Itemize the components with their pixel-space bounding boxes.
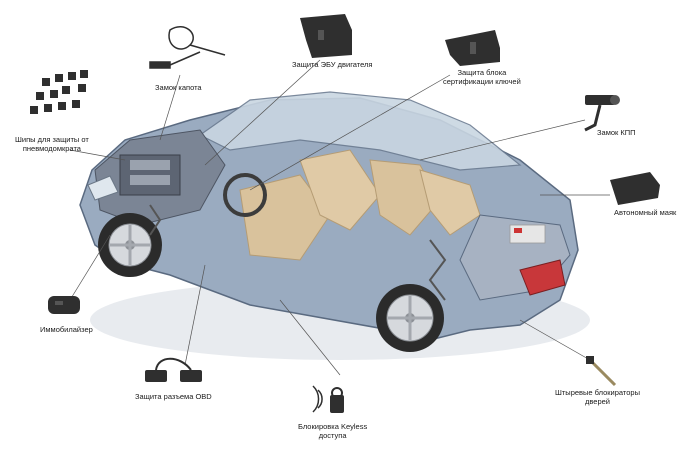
door-pin-icon <box>586 356 617 387</box>
car-greenhouse <box>198 91 522 171</box>
wheel-spikes-label-line1: Шипы для защиты от <box>15 135 89 144</box>
metal-bracket-icon <box>300 14 352 58</box>
gearbox-lock-label: Замок КПП <box>597 128 636 137</box>
immobilizer-label: Иммобилайзер <box>40 325 93 334</box>
obd-connector-icon <box>145 357 202 382</box>
rear-wheel <box>376 284 444 352</box>
leader-lines <box>69 59 610 376</box>
door-pins-label-line2: дверей <box>585 397 610 406</box>
key-cert-guard-label: Защита блока сертификации ключей <box>443 68 521 86</box>
spike-bolts-icon <box>30 70 88 114</box>
car-interior <box>223 149 481 261</box>
key-cert-guard-label-line2: сертификации ключей <box>443 77 521 86</box>
metal-shield-icon <box>445 30 500 66</box>
engine-bay <box>94 129 226 226</box>
keyless-block-label: Блокировка Keyless доступа <box>298 422 367 440</box>
key-cert-guard-label-line1: Защита блока <box>457 68 507 77</box>
wheel-spikes-label-line2: пневмодомкрата <box>22 144 81 153</box>
cable-lock-icon <box>149 25 226 69</box>
door-pins-label: Штыревые блокираторы дверей <box>555 388 640 406</box>
rear-suspension <box>149 204 447 301</box>
car-illustration <box>79 91 590 360</box>
key-fob-icon <box>48 296 80 314</box>
keyless-block-label-line1: Блокировка Keyless <box>298 422 368 431</box>
tail-light <box>519 259 566 296</box>
wheel-spikes-label: Шипы для защиты от пневмодомкрата <box>15 135 89 153</box>
keyless-block-label-line2: доступа <box>318 431 347 440</box>
shift-lock-icon <box>584 95 620 132</box>
head-light <box>87 175 119 201</box>
obd-guard-label: Защита разъема OBD <box>135 392 212 401</box>
gps-beacon-icon <box>610 172 660 205</box>
beacon-label: Автономный маяк <box>614 208 677 217</box>
front-wheel <box>98 213 162 277</box>
hood-lock-label: Замок капота <box>155 83 202 92</box>
door-pins-label-line1: Штыревые блокираторы <box>555 388 640 397</box>
ecu-guard-label: Защита ЭБУ двигателя <box>292 60 373 69</box>
keyless-lock-icon <box>312 385 344 413</box>
